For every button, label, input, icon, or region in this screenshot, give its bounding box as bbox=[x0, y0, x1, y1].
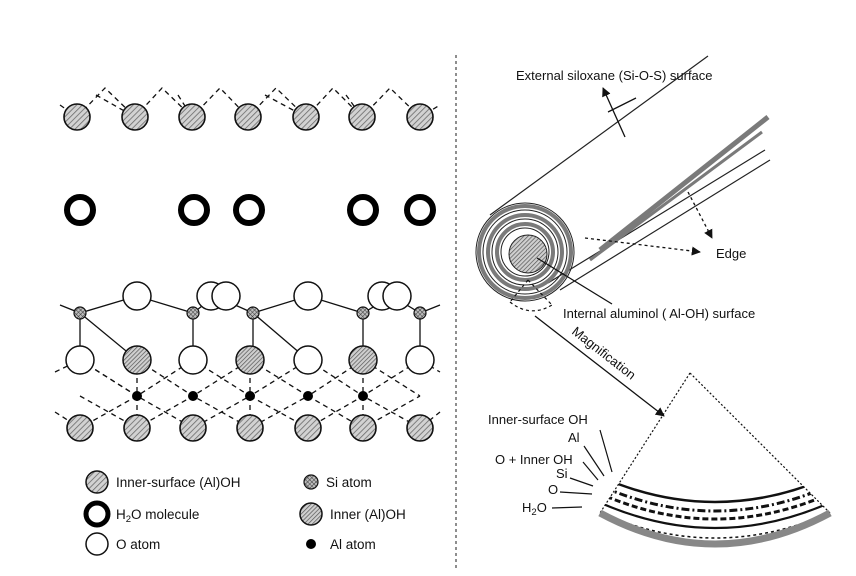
inner-surface-oh-atom bbox=[179, 414, 207, 442]
magnification-source-wedge bbox=[509, 301, 553, 312]
o-atom bbox=[178, 345, 208, 375]
edge-pointer-1 bbox=[687, 191, 713, 239]
o-atom bbox=[65, 345, 95, 375]
si-atom bbox=[413, 306, 427, 320]
legend: Inner-surface (Al)OH Si atom H2O molecul… bbox=[83, 470, 406, 556]
wedge-label-leaders bbox=[551, 429, 613, 509]
wedge-label-inner-surface-oh: Inner-surface OH bbox=[488, 412, 588, 427]
magnified-wedge bbox=[598, 372, 832, 548]
water-molecule bbox=[233, 194, 265, 226]
inner-surface-oh-atom bbox=[406, 414, 434, 442]
water-molecule bbox=[64, 194, 96, 226]
inner-surface-oh-atom bbox=[294, 414, 322, 442]
wedge-label-si: Si bbox=[556, 466, 568, 481]
o-atom bbox=[405, 345, 435, 375]
inner-surface-oh-atom bbox=[236, 414, 264, 442]
wedge-label-al: Al bbox=[568, 430, 580, 445]
external-surface-label: External siloxane (Si-O-S) surface bbox=[516, 68, 713, 83]
inner-surface-oh-atom bbox=[348, 103, 376, 131]
wedge-label-o-inner-oh: O + Inner OH bbox=[495, 452, 573, 467]
tube-sheet bbox=[598, 115, 770, 252]
wedge-outer-gray-band bbox=[598, 509, 832, 548]
internal-surface-label: Internal aluminol ( Al-OH) surface bbox=[563, 306, 755, 321]
water-molecule bbox=[178, 194, 210, 226]
tube-sheet-inner bbox=[589, 130, 763, 262]
wedge-label-h2o: H2O bbox=[522, 500, 547, 518]
si-atom bbox=[356, 306, 370, 320]
inner-surface-oh-atom bbox=[123, 414, 151, 442]
wedge-label-o: O bbox=[548, 482, 558, 497]
al-atom bbox=[245, 391, 255, 401]
inner-surface-oh-atom bbox=[66, 414, 94, 442]
legend-si-atom-label: Si atom bbox=[326, 475, 372, 490]
si-atom-row bbox=[73, 306, 427, 320]
inner-surface-oh-atom bbox=[121, 103, 149, 131]
o-atom bbox=[382, 281, 412, 311]
inner-surface-oh-atom bbox=[292, 103, 320, 131]
bottom-inner-surface-oh-row bbox=[66, 414, 434, 442]
layer-structure bbox=[54, 87, 441, 442]
edge-pointer-2 bbox=[584, 237, 701, 256]
inner-surface-oh-atom bbox=[234, 103, 262, 131]
legend-inner-surface-oh-label: Inner-surface (Al)OH bbox=[116, 475, 241, 490]
tetrahedral-oxygen-row bbox=[122, 281, 412, 311]
inner-oh-atom bbox=[348, 345, 378, 375]
water-molecule bbox=[404, 194, 436, 226]
water-molecule-row bbox=[64, 194, 436, 226]
o-atom bbox=[122, 281, 152, 311]
legend-o-atom-label: O atom bbox=[116, 537, 160, 552]
o-atom bbox=[211, 281, 241, 311]
al-atom bbox=[188, 391, 198, 401]
tube-outline-bottom-2 bbox=[559, 159, 771, 291]
si-atom bbox=[186, 306, 200, 320]
inner-oh-atom bbox=[235, 345, 265, 375]
nanotube-diagram: External siloxane (Si-O-S) surface Edge … bbox=[475, 55, 832, 548]
tube-lumen bbox=[508, 234, 548, 274]
external-surface-tick bbox=[607, 97, 637, 113]
legend-inner-oh-label: Inner (Al)OH bbox=[330, 507, 406, 522]
legend-inner-oh-swatch bbox=[299, 502, 323, 526]
octahedral-upper-row bbox=[65, 345, 435, 375]
internal-surface-pointer bbox=[536, 257, 613, 305]
legend-si-atom-swatch bbox=[303, 474, 319, 490]
legend-h2o-swatch bbox=[83, 500, 111, 528]
external-surface-pointer bbox=[602, 87, 626, 138]
tube-outline-bottom bbox=[547, 149, 766, 284]
magnification-arrow bbox=[534, 315, 665, 417]
al-atom bbox=[303, 391, 313, 401]
inner-surface-oh-atom bbox=[349, 414, 377, 442]
tube-outline-top bbox=[489, 55, 709, 216]
edge-label: Edge bbox=[716, 246, 746, 261]
legend-al-atom-swatch bbox=[306, 539, 316, 549]
al-atom bbox=[132, 391, 142, 401]
water-molecule bbox=[347, 194, 379, 226]
si-atom bbox=[246, 306, 260, 320]
inner-oh-atom bbox=[122, 345, 152, 375]
o-atom bbox=[293, 345, 323, 375]
inner-surface-oh-atom bbox=[406, 103, 434, 131]
legend-o-atom-swatch bbox=[85, 532, 109, 556]
legend-h2o-label: H2O molecule bbox=[116, 507, 199, 525]
inner-surface-oh-atom bbox=[178, 103, 206, 131]
legend-inner-surface-oh-swatch bbox=[85, 470, 109, 494]
inner-surface-oh-atom bbox=[63, 103, 91, 131]
o-atom bbox=[293, 281, 323, 311]
al-atom bbox=[358, 391, 368, 401]
legend-al-atom-label: Al atom bbox=[330, 537, 376, 552]
magnification-label: Magnification bbox=[569, 324, 639, 383]
al-atom-row bbox=[132, 391, 368, 401]
si-atom bbox=[73, 306, 87, 320]
wedge-labels: Inner-surface OH Al O + Inner OH Si O H2… bbox=[488, 412, 588, 518]
top-inner-surface-oh-row bbox=[63, 103, 434, 131]
tube-cross-section bbox=[477, 204, 573, 300]
